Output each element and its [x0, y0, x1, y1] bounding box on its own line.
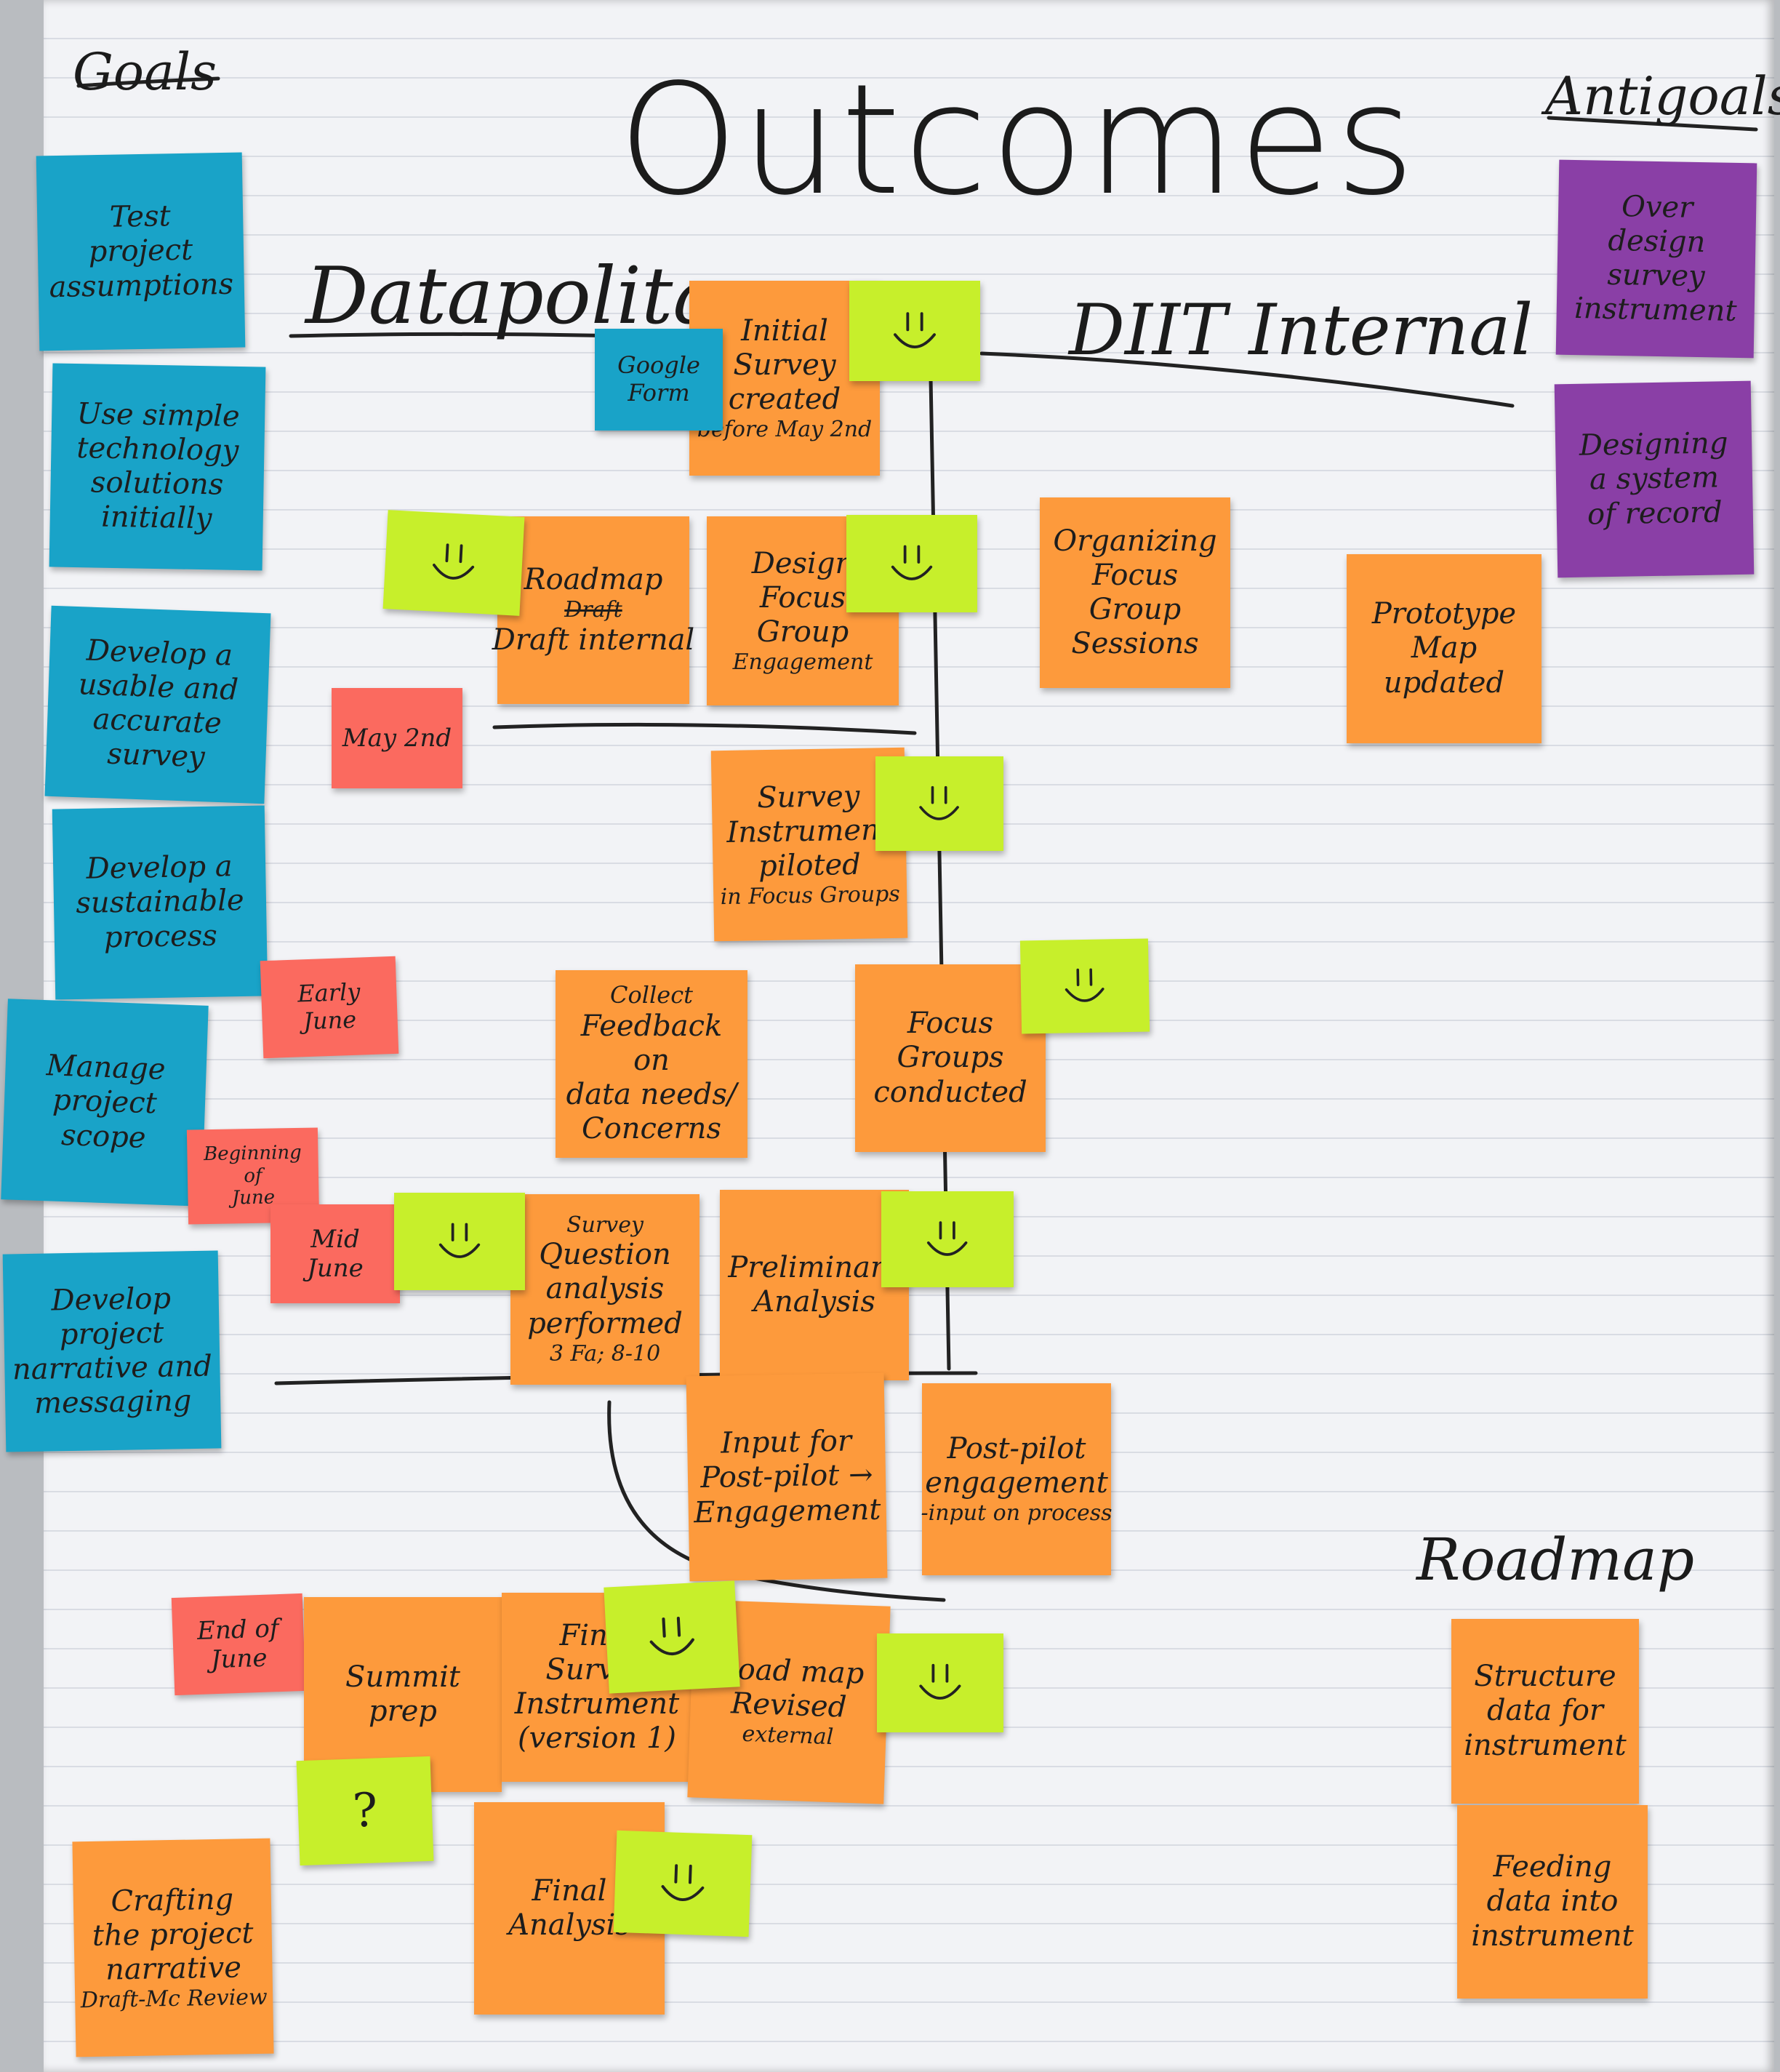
smiley-note	[394, 1193, 525, 1290]
outcomes-title: Outcomes	[618, 51, 1418, 229]
smiley-face-icon	[438, 1223, 481, 1258]
goals-heading: Goals	[73, 42, 217, 102]
smiley-face-icon	[919, 785, 960, 820]
roadmap-heading: Roadmap	[1416, 1526, 1695, 1593]
smiley-note	[613, 1830, 753, 1937]
smiley-face-icon	[433, 543, 475, 580]
question-mark-note: ?	[296, 1756, 434, 1866]
smiley-face-icon	[891, 545, 933, 580]
smiley-face-icon	[1065, 968, 1105, 1002]
smiley-note	[849, 281, 980, 381]
milestone-note: May 2nd	[332, 688, 462, 788]
smiley-note	[846, 515, 977, 612]
smiley-face-icon	[919, 1664, 961, 1700]
smiley-face-icon	[661, 1864, 705, 1901]
smiley-note	[877, 1633, 1003, 1732]
smiley-note	[881, 1191, 1014, 1287]
smiley-face-icon	[894, 311, 936, 348]
smiley-face-icon	[927, 1221, 968, 1256]
smiley-note	[1019, 938, 1150, 1034]
smiley-face-icon	[649, 1616, 694, 1655]
smiley-note	[875, 756, 1003, 851]
smiley-note	[382, 510, 525, 616]
antigoals-heading: Antigoals	[1545, 65, 1780, 127]
diit-internal-heading: DIIT Internal	[1069, 289, 1534, 371]
smiley-note	[604, 1580, 740, 1694]
